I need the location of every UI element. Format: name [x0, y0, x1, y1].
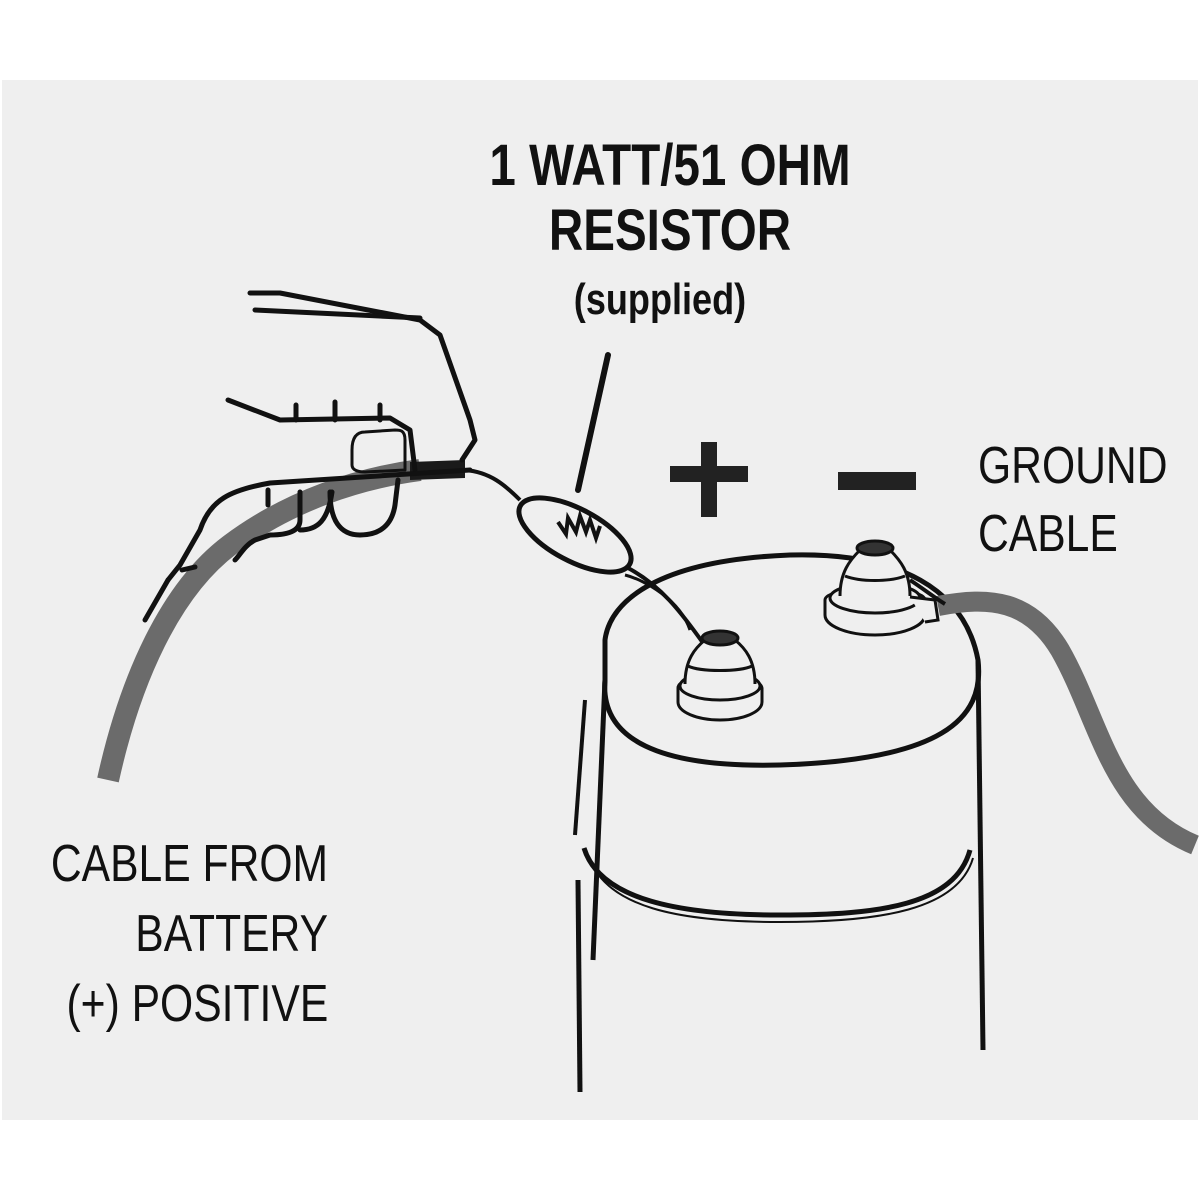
resistor-label-line1: 1 WATT/51 OHM	[489, 133, 851, 198]
capacitor-body	[573, 552, 986, 1093]
label-pointer-line	[575, 352, 611, 493]
ground-cable-label-line2: CABLE	[978, 505, 1118, 563]
ground-cable-wire	[908, 578, 947, 606]
resistor-lead-over-rim	[624, 573, 692, 631]
minus-symbol	[838, 472, 916, 490]
battery-cable-label-line2: BATTERY	[135, 905, 328, 963]
battery-positive-cable	[97, 459, 422, 783]
resistor-icon	[516, 495, 634, 575]
battery-cable-label-line1: CABLE FROM	[50, 835, 328, 893]
resistor-label-line3: (supplied)	[573, 275, 747, 324]
plus-symbol	[670, 442, 748, 517]
ground-cable-label-line1: GROUND	[978, 437, 1168, 495]
ground-cable	[936, 591, 1200, 855]
resistor-label-line2: RESISTOR	[548, 198, 792, 263]
hand-icon	[142, 290, 478, 623]
negative-terminal	[823, 539, 940, 637]
battery-cable-label-line3: (+) POSITIVE	[66, 975, 328, 1033]
resistor-lead-left	[464, 468, 522, 502]
positive-terminal	[676, 629, 764, 722]
